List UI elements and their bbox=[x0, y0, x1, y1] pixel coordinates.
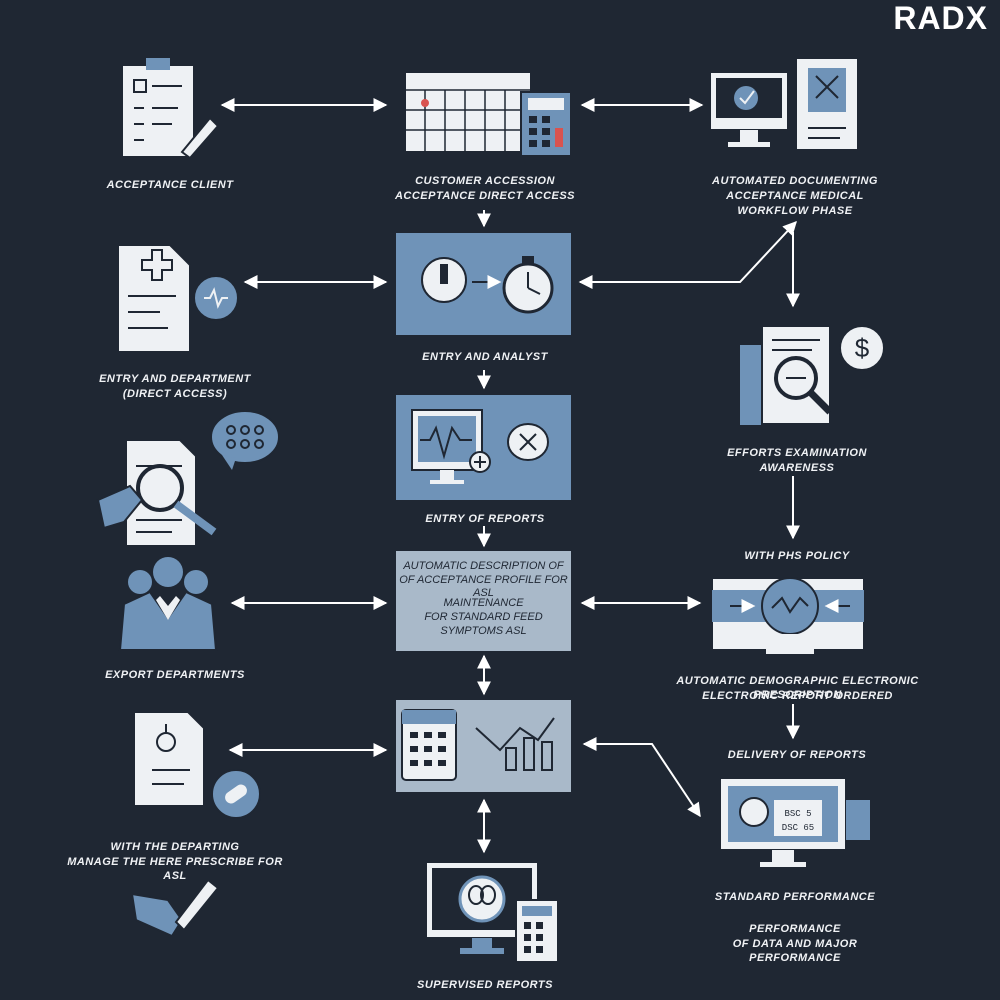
label-with-phs: WITH PHS POLICY bbox=[744, 550, 850, 562]
label-with-the-departing: WITH THE DEPARTING bbox=[110, 841, 240, 853]
brand-logo: RADX bbox=[893, 0, 988, 36]
label-supervised-reports: SUPERVISED REPORTS bbox=[417, 979, 553, 991]
panel-automatic bbox=[396, 551, 571, 651]
calendar-icon bbox=[404, 71, 532, 153]
label-entry-reports: ENTRY OF REPORTS bbox=[425, 513, 545, 525]
hand-magnifier-document-icon bbox=[96, 439, 217, 547]
lab-monitor-icon: BSC 5 DSC 65 bbox=[719, 777, 870, 867]
label-performance: PERFORMANCE bbox=[749, 923, 841, 935]
panel-automatic-line-4: FOR STANDARD FEED bbox=[424, 611, 543, 623]
panel-automatic-line-1: AUTOMATIC DESCRIPTION OF bbox=[403, 560, 564, 572]
svg-text:$: $ bbox=[855, 333, 870, 363]
label-standard-performance: STANDARD PERFORMANCE bbox=[714, 891, 876, 903]
pen-hand-icon bbox=[130, 878, 220, 938]
medical-chart-icon bbox=[133, 711, 261, 819]
people-group-icon bbox=[118, 557, 218, 651]
label-acceptance-client: ACCEPTANCE CLIENT bbox=[106, 179, 234, 191]
label-entry-department-sub: (DIRECT ACCESS) bbox=[122, 388, 228, 400]
label-delivery-reports: DELIVERY OF REPORTS bbox=[727, 749, 867, 761]
connector-lines bbox=[220, 98, 800, 854]
label-customer-access: CUSTOMER ACCESSION bbox=[415, 175, 555, 187]
panel-automatic-line-5: SYMPTOMS ASL bbox=[440, 625, 527, 637]
panel-automatic-line-3: MAINTENANCE bbox=[443, 597, 524, 609]
label-customer-access-sub: ACCEPTANCE DIRECT ACCESS bbox=[394, 190, 576, 202]
checklist-clipboard-icon bbox=[121, 58, 220, 160]
label-entry-analyst: ENTRY AND ANALYST bbox=[422, 351, 548, 363]
label-efforts-examination-sub: AWARENESS bbox=[759, 462, 835, 474]
spreadsheet-chart-icon bbox=[401, 709, 555, 781]
magnifier-document-icon bbox=[740, 325, 833, 425]
label-automatic-demographic-sub: ELECTRONIC REPORT ORDERED bbox=[702, 690, 893, 702]
label-performance-sub: OF DATA AND MAJOR PERFORMANCE bbox=[732, 938, 858, 964]
label-with-the-departing-sub: MANAGE THE HERE PRESCRIBE FOR ASL bbox=[67, 856, 283, 882]
stopwatch-icon bbox=[421, 256, 554, 314]
label-automated-documenting-sub2: WORKFLOW PHASE bbox=[737, 205, 853, 217]
label-efforts-examination: EFFORTS EXAMINATION bbox=[727, 447, 867, 459]
chat-bubble-icon bbox=[210, 410, 280, 470]
label-automated-documenting: AUTOMATED DOCUMENTING bbox=[712, 175, 878, 187]
label-entry-department: ENTRY AND DEPARTMENT bbox=[99, 373, 251, 385]
document-x-icon bbox=[795, 57, 859, 151]
monitor-waveform-icon bbox=[411, 409, 549, 484]
computer-checkmark-icon bbox=[709, 71, 789, 147]
calculator-icon bbox=[520, 91, 572, 157]
label-automated-documenting-sub: ACCEPTANCE MEDICAL bbox=[726, 190, 864, 202]
gauge-monitor-icon bbox=[711, 577, 865, 654]
microscope-monitor-icon bbox=[425, 861, 559, 963]
panel-automatic-line-2: OF ACCEPTANCE PROFILE FOR ASL bbox=[399, 574, 568, 599]
label-automatic-demographic: AUTOMATIC DEMOGRAPHIC ELECTRONIC PRESCRI… bbox=[676, 675, 919, 701]
dollar-icon: $ bbox=[839, 325, 885, 371]
svg-text:BSC 5: BSC 5 bbox=[784, 809, 811, 819]
medical-document-icon bbox=[117, 244, 239, 353]
svg-text:DSC 65: DSC 65 bbox=[782, 823, 814, 833]
label-export-departments: EXPORT DEPARTMENTS bbox=[105, 669, 245, 681]
